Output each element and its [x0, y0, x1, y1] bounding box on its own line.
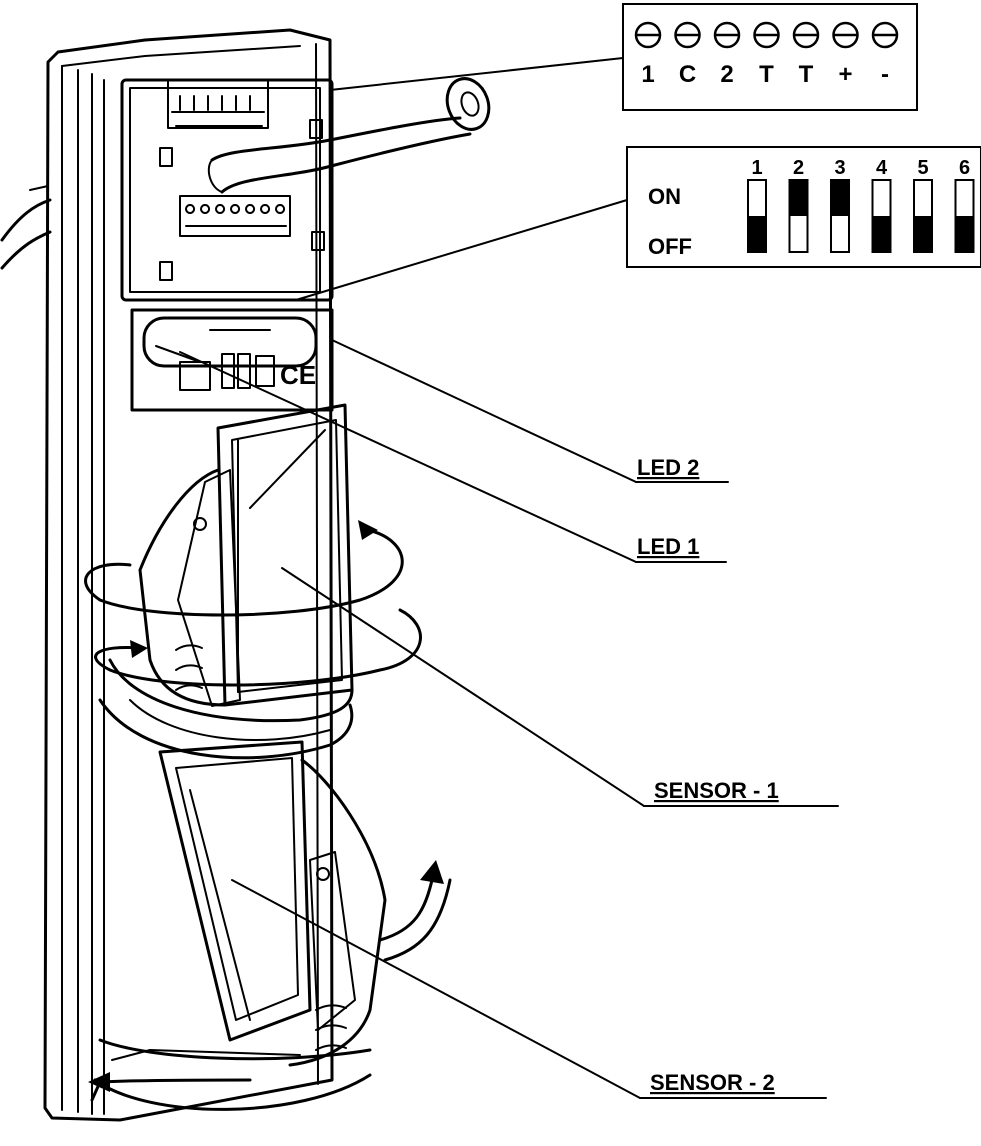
terminal: T: [753, 21, 780, 88]
dip-switch-lever: [955, 216, 974, 252]
led2-label: LED 2: [637, 455, 699, 480]
dip-switch-number: 6: [959, 157, 970, 179]
board-connector: [179, 195, 291, 237]
dip-switch: 6: [954, 157, 975, 253]
terminal: 2: [713, 21, 741, 88]
dip-switch-lever: [748, 216, 766, 252]
sensor-1-assembly: [84, 403, 422, 760]
callout-led1: LED 1: [179, 351, 727, 563]
dip-switch: 4: [871, 157, 892, 253]
terminal: C: [674, 21, 701, 88]
dip-switch: 3: [830, 157, 850, 253]
terminal-label: T: [759, 61, 774, 88]
dip-switch-lever: [914, 216, 932, 252]
dip-switch-number: 4: [876, 157, 888, 179]
dip-switch: 5: [913, 157, 933, 253]
dip-switch-lever: [872, 216, 891, 252]
terminal: +: [832, 21, 859, 88]
terminal: T: [792, 21, 820, 88]
terminal-label: 1: [641, 61, 654, 88]
dip-on-label: ON: [648, 184, 681, 209]
ce-mark: CE: [280, 360, 316, 390]
terminal-label: T: [799, 61, 814, 88]
led1-label: LED 1: [637, 534, 699, 559]
sensor-2-assembly: [88, 740, 452, 1111]
dip-off-label: OFF: [648, 234, 692, 259]
sensor-1-rotation-arrows: [84, 520, 422, 687]
dip-switch-number: 5: [917, 157, 928, 179]
sensor-2-rotation-arrows: [88, 860, 452, 1102]
callout-sensor1: SENSOR - 1: [281, 567, 839, 807]
sensor1-label: SENSOR - 1: [654, 778, 779, 803]
callout-sensor2: SENSOR - 2: [231, 879, 827, 1099]
terminal: 1: [634, 21, 662, 88]
circuit-module: [120, 77, 491, 302]
housing-markings: CE: [179, 353, 316, 391]
dip-switch-lever: [831, 180, 849, 216]
led-window-area: CE: [130, 308, 334, 412]
detector-housing: [0, 28, 334, 1122]
terminal: -: [871, 21, 899, 88]
dip-switch-number: 1: [751, 157, 762, 179]
terminal-label: 2: [720, 61, 733, 88]
cable: [207, 77, 491, 194]
dip-switch: 1: [747, 157, 767, 253]
dip-switch-list: 1 2 3 4 5 6: [747, 157, 975, 253]
dip-switch: 2: [788, 157, 809, 253]
terminal-label: -: [881, 61, 889, 88]
dip-switch-number: 2: [793, 157, 804, 179]
terminal-label: C: [679, 61, 696, 88]
callout-led2: LED 2: [331, 339, 729, 483]
sensor2-label: SENSOR - 2: [650, 1070, 775, 1095]
terminal-label: +: [838, 61, 852, 88]
dip-switch-inset: ON OFF 1 2 3 4 5 6: [295, 146, 981, 301]
dip-switch-number: 3: [834, 157, 845, 179]
board-terminal-strip: [167, 79, 269, 129]
dip-switch-lever: [789, 180, 808, 216]
